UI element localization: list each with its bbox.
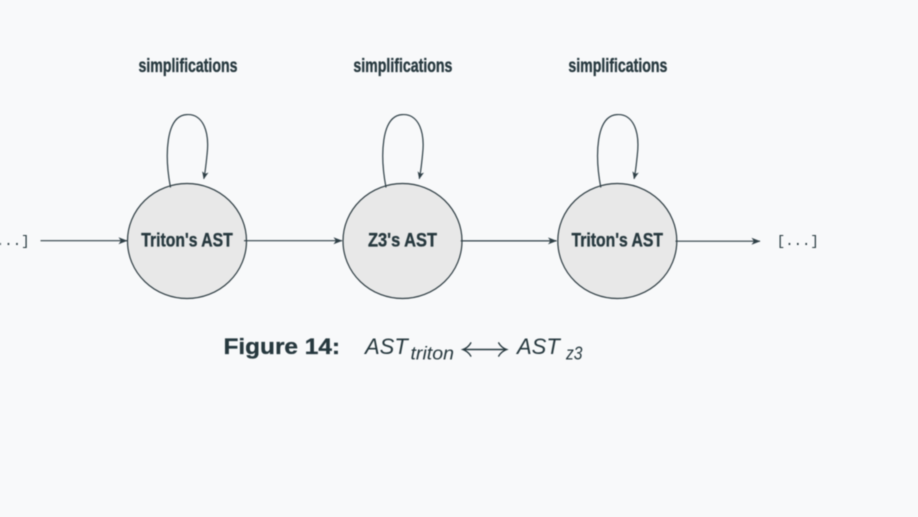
- svg-text:triton: triton: [411, 343, 455, 363]
- svg-text:Triton's AST: Triton's AST: [141, 230, 233, 252]
- svg-text:simplifications: simplifications: [568, 55, 667, 77]
- svg-text:Figure 14:: Figure 14:: [224, 334, 341, 359]
- svg-text:AST: AST: [363, 334, 409, 359]
- svg-text:[...]: [...]: [777, 234, 819, 250]
- svg-text:z3: z3: [565, 343, 582, 363]
- svg-text:AST: AST: [515, 334, 561, 359]
- svg-text:simplifications: simplifications: [139, 55, 238, 77]
- svg-text:simplifications: simplifications: [353, 55, 452, 77]
- svg-text:Z3's AST: Z3's AST: [368, 230, 437, 252]
- svg-text:Triton's AST: Triton's AST: [572, 230, 664, 252]
- svg-text:[...]: [...]: [0, 234, 30, 250]
